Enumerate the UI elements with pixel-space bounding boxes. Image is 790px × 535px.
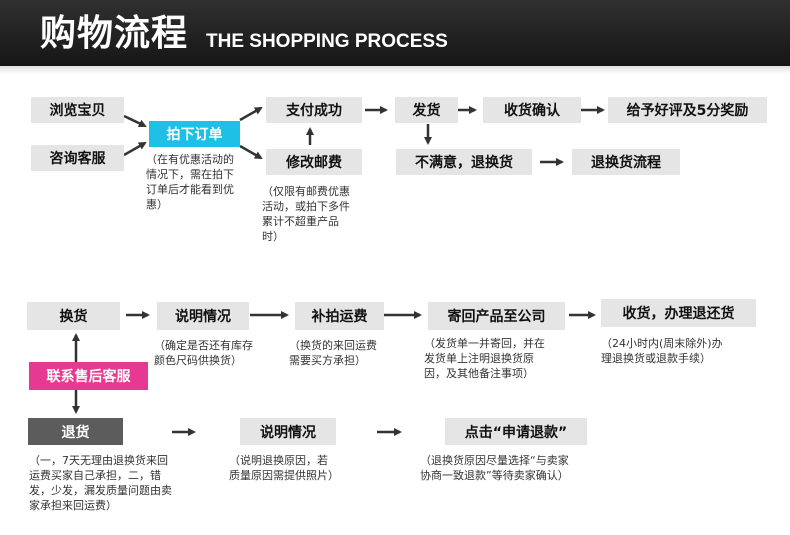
step-pay-shipping: 补拍运费 — [295, 302, 384, 330]
step-order-label: 拍下订单 — [166, 127, 223, 143]
step-refund: 退货 — [28, 418, 123, 445]
postage-note: （仅限有邮费优惠 活动，或拍下多件 累计不超重产品 时） — [262, 185, 350, 243]
step-contact-service-label: 联系售后客服 — [46, 369, 131, 385]
refund-note: （一，7天无理由退换货来回 运费买家自己承担，二，错 发，少发，漏发质量问题由卖… — [29, 454, 172, 512]
arrow-order-edit — [239, 144, 263, 160]
step-send-back-label: 寄回产品至公司 — [447, 309, 546, 325]
step-explain: 说明情况 — [157, 302, 249, 330]
apply-refund-note: （退换货原因尽量选择“与卖家 协商一致退款”等待卖家确认） — [420, 454, 569, 482]
page-subtitle: THE SHOPPING PROCESS — [206, 31, 448, 52]
step-edit-postage-label: 修改邮费 — [286, 155, 342, 171]
arrow-consult-order — [123, 141, 147, 157]
page-title: 购物流程 — [40, 13, 189, 54]
step-confirm-receipt: 收货确认 — [483, 97, 581, 123]
receive-note: （24小时内(周末除外)办 理退换货或退款手续） — [601, 337, 723, 365]
step-explain2: 说明情况 — [240, 418, 336, 445]
header-banner: 购物流程 THE SHOPPING PROCESS — [0, 0, 790, 66]
step-ship: 发货 — [395, 97, 458, 123]
send-back-note: （发货单一并寄回，并在 发货单上注明退换货原 因，及其他备注事项） — [424, 337, 545, 380]
step-exchange-label: 换货 — [59, 309, 88, 325]
step-browse-label: 浏览宝贝 — [49, 103, 106, 119]
step-give-review-label: 给予好评及5分奖励 — [626, 103, 749, 119]
step-ship-label: 发货 — [412, 103, 441, 119]
step-receive: 收货，办理退还货 — [601, 299, 756, 327]
step-refund-label: 退货 — [61, 424, 90, 441]
step-give-review: 给予好评及5分奖励 — [608, 97, 767, 123]
arrow-browse-order — [123, 114, 147, 128]
step-apply-refund-label: 点击“申请退款” — [464, 424, 568, 441]
step-receive-label: 收货，办理退还货 — [622, 306, 735, 322]
step-edit-postage: 修改邮费 — [266, 149, 362, 175]
step-pay-success-label: 支付成功 — [286, 103, 342, 119]
step-exchange: 换货 — [27, 302, 120, 330]
step-order: 拍下订单 — [149, 121, 240, 147]
header-shadow — [0, 66, 790, 74]
step-browse: 浏览宝贝 — [31, 97, 124, 123]
step-send-back: 寄回产品至公司 — [428, 302, 565, 330]
order-note: （在有优惠活动的 情况下，需在拍下 订单后才能看到优 惠） — [146, 153, 234, 211]
step-return-process-label: 退换货流程 — [591, 155, 661, 171]
step-explain-label: 说明情况 — [175, 309, 231, 325]
explain-note: （确定是否还有库存 颜色尺码供换货） — [154, 339, 253, 367]
step-apply-refund: 点击“申请退款” — [445, 418, 587, 445]
step-confirm-receipt-label: 收货确认 — [504, 103, 560, 119]
step-consult-label: 咨询客服 — [49, 151, 106, 167]
step-explain2-label: 说明情况 — [260, 424, 316, 441]
step-return-process: 退换货流程 — [572, 149, 680, 175]
step-pay-success: 支付成功 — [266, 97, 362, 123]
explain2-note: （说明退换原因，若 质量原因需提供照片） — [229, 454, 339, 482]
step-pay-shipping-label: 补拍运费 — [311, 309, 368, 325]
step-unsatisfied: 不满意，退换货 — [396, 149, 532, 175]
pay-shipping-note: （换货的来回运费 需要买方承担） — [289, 339, 377, 367]
arrow-order-pay — [239, 106, 263, 122]
step-unsatisfied-label: 不满意，退换货 — [415, 155, 513, 171]
step-consult: 咨询客服 — [31, 145, 124, 171]
step-contact-service: 联系售后客服 — [29, 362, 148, 390]
